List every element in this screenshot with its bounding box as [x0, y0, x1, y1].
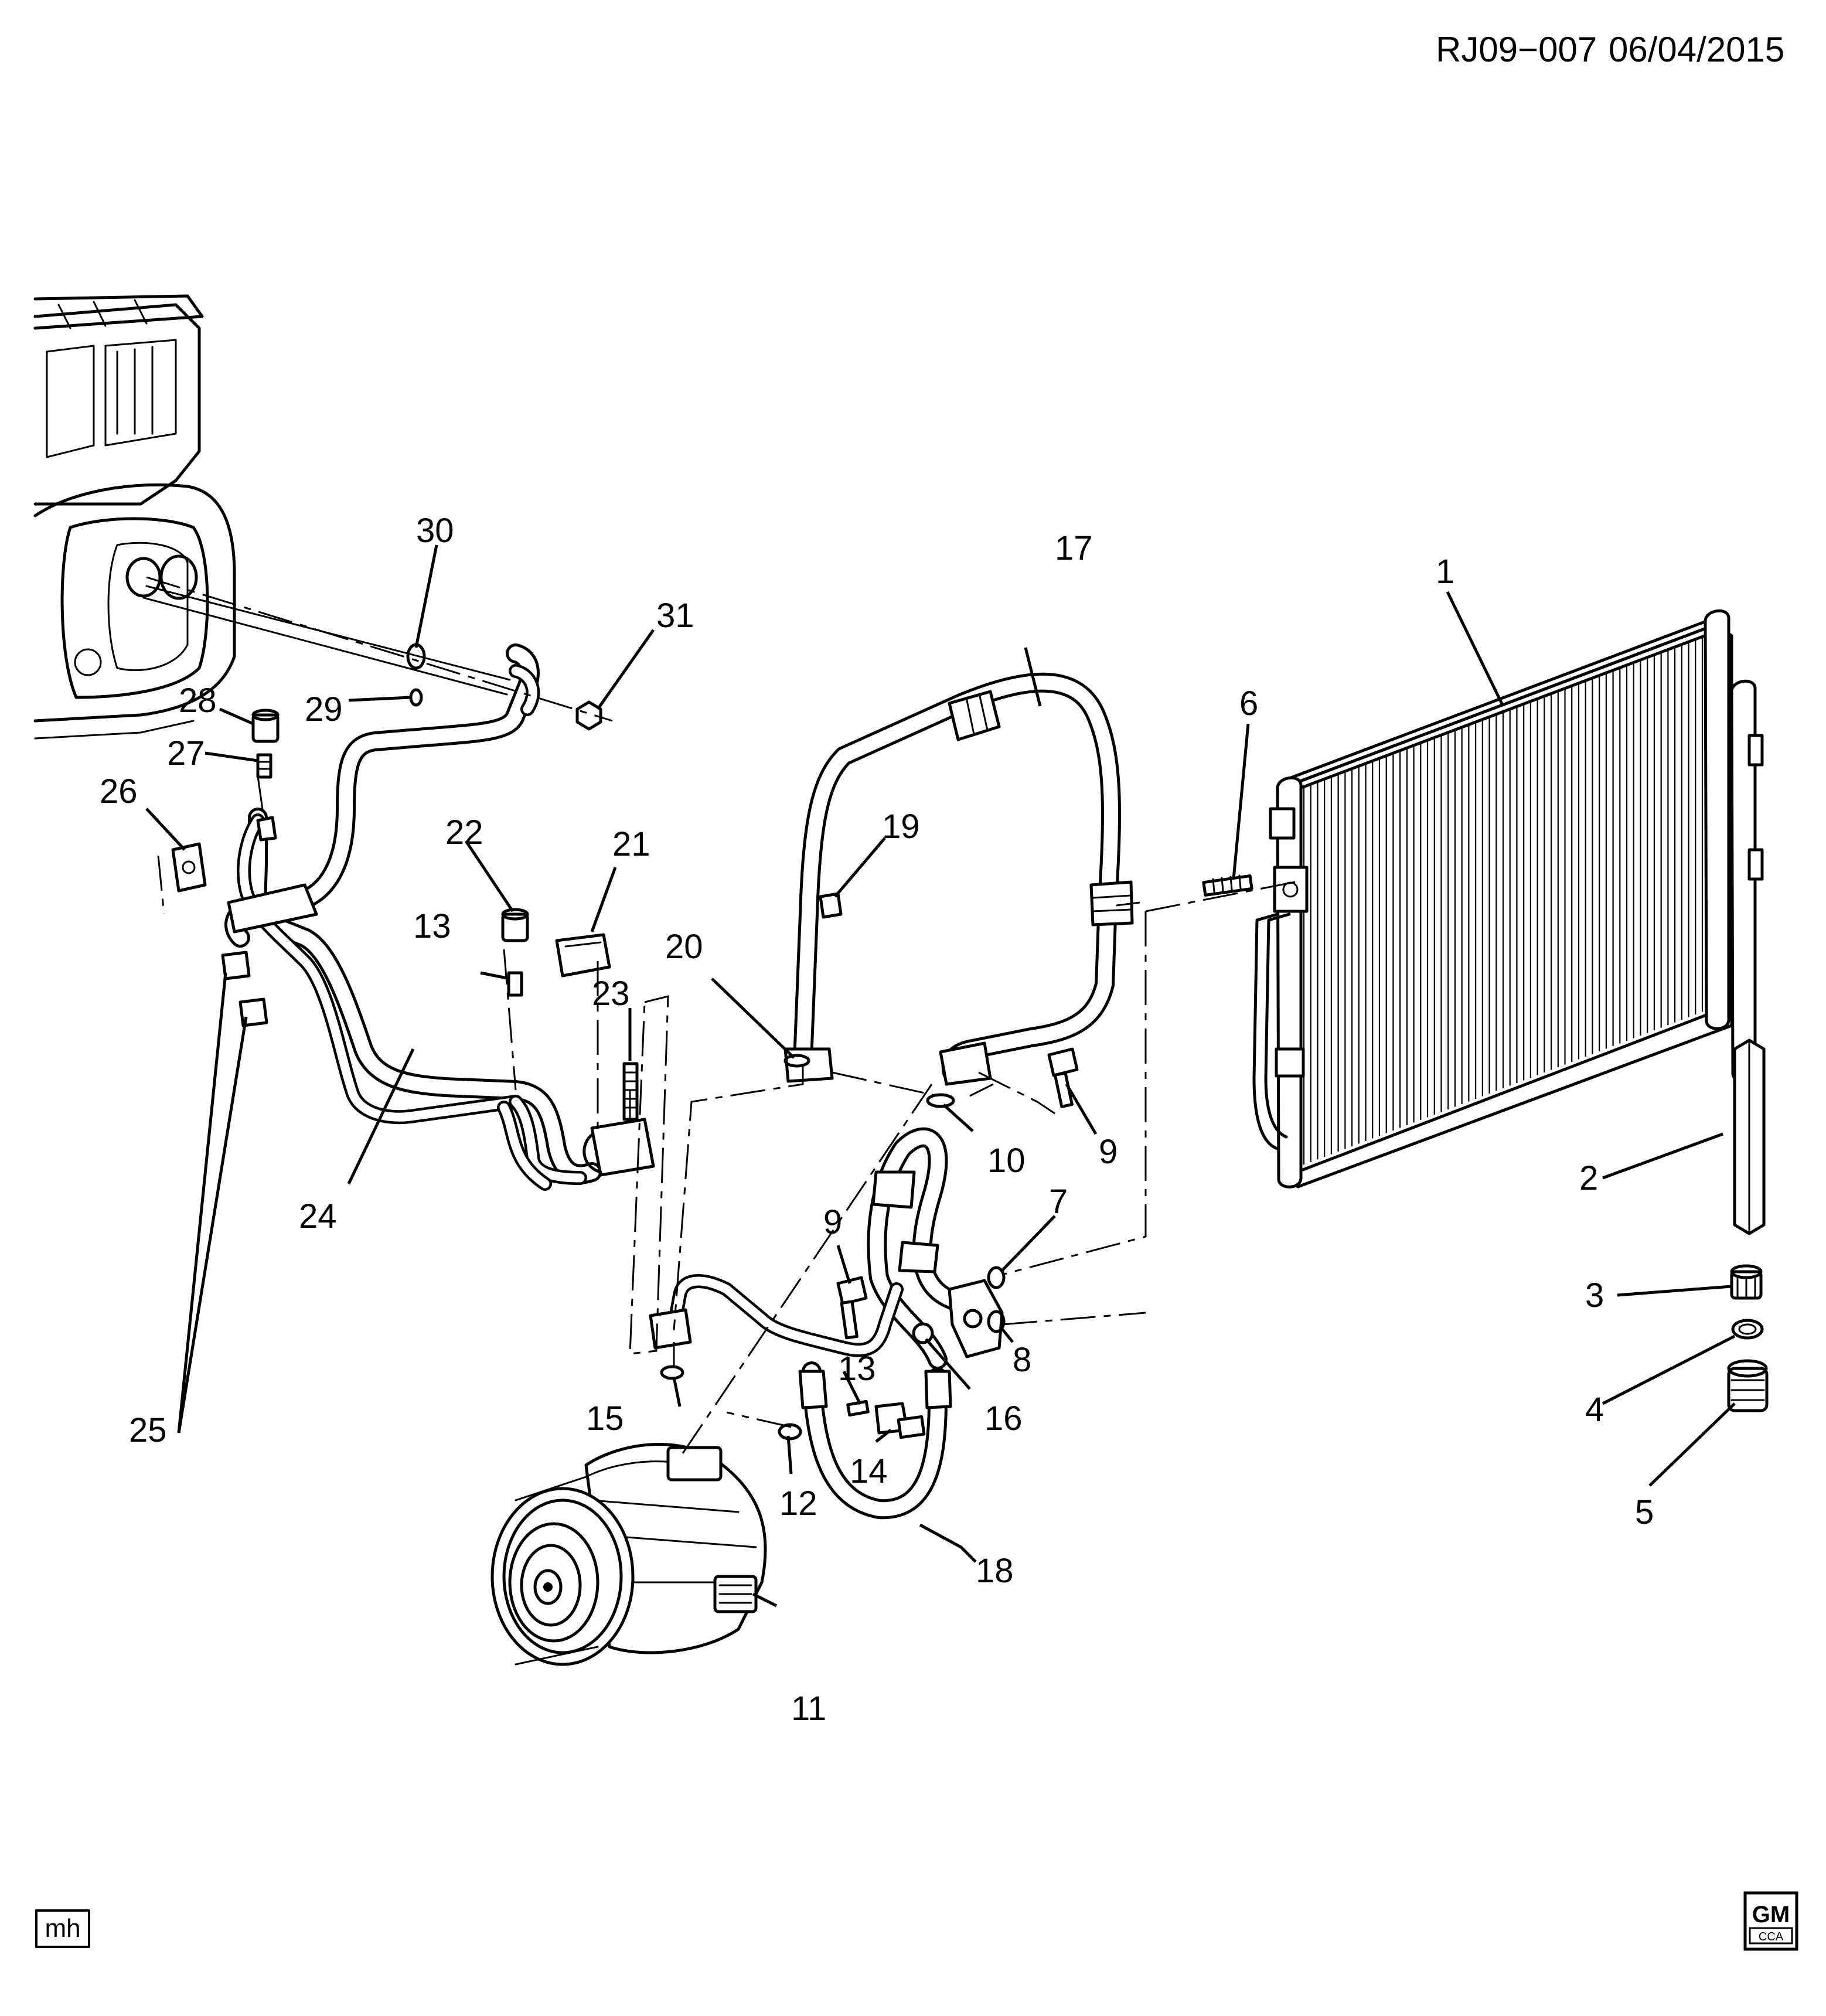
gm-logo-icon: GM CCA	[1743, 1891, 1798, 1951]
callout-22: 22	[445, 813, 483, 852]
callout-14: 14	[850, 1452, 888, 1490]
o-ring-part-29	[409, 688, 423, 707]
cap-part-28	[251, 709, 280, 743]
receiver-drier-desiccant	[1733, 1038, 1766, 1235]
callout-27: 27	[167, 734, 205, 772]
author-initials-box: mh	[35, 1909, 90, 1948]
callout-7: 7	[1049, 1183, 1068, 1221]
condenser-fins	[1303, 636, 1704, 1165]
suction-hose-part-17	[783, 672, 1134, 1086]
nut-part-31	[575, 700, 602, 731]
callout-9-upper: 9	[1099, 1133, 1118, 1171]
svg-text:mh: mh	[45, 1914, 80, 1943]
alignment-centerlines	[146, 576, 1296, 1454]
o-ring-part-15	[660, 1365, 684, 1380]
diagram-date: 06/04/2015	[1609, 30, 1784, 69]
callout-30: 30	[416, 512, 454, 550]
o-ring-part-8	[987, 1310, 1006, 1333]
cap-part-5	[1727, 1359, 1769, 1412]
callout-28: 28	[179, 682, 217, 720]
condenser-assembly	[1252, 609, 1764, 1189]
bracket-part-21	[555, 933, 611, 978]
callout-12: 12	[779, 1484, 817, 1523]
callout-18: 18	[976, 1552, 1014, 1590]
callout-4: 4	[1585, 1391, 1604, 1429]
clip-part-25	[221, 951, 268, 1027]
diagram-code: RJ09−007	[1436, 30, 1597, 69]
ac-compressor	[490, 1443, 767, 1666]
valve-core-part-13-lower	[846, 1399, 870, 1417]
callout-13-lower: 13	[838, 1350, 876, 1388]
bolt-part-9-lower	[836, 1276, 868, 1340]
callout-23: 23	[592, 975, 630, 1013]
svg-text:GM: GM	[1752, 1902, 1790, 1928]
callout-25: 25	[129, 1411, 167, 1449]
svg-text:CCA: CCA	[1759, 1930, 1784, 1943]
valve-part-16	[912, 1322, 934, 1344]
seal-ring-part-4	[1731, 1319, 1764, 1340]
callout-13-upper: 13	[413, 907, 451, 945]
callout-31: 31	[656, 597, 694, 635]
callout-16: 16	[984, 1399, 1023, 1438]
callout-9-lower: 9	[823, 1203, 842, 1241]
bolt-part-9-upper	[1047, 1047, 1079, 1108]
callout-17: 17	[1055, 529, 1093, 567]
o-ring-part-20	[783, 1054, 810, 1068]
plug-part-3	[1730, 1264, 1763, 1300]
pressure-sensor-part-14	[874, 1402, 926, 1439]
evaporator-tube-assembly-part-24	[224, 643, 655, 1191]
callout-labels: 1 2 3 4 5 6 7 8 9 9 10 11 12 13 13 14 15…	[100, 512, 1654, 1728]
callout-11: 11	[791, 1690, 826, 1728]
callout-1: 1	[1436, 553, 1454, 591]
liquid-line-lower	[649, 1274, 1004, 1358]
clip-part-19	[819, 892, 843, 919]
callout-15: 15	[586, 1399, 624, 1438]
callout-2: 2	[1579, 1159, 1598, 1197]
o-ring-part-7	[987, 1266, 1006, 1289]
callout-21: 21	[612, 825, 650, 863]
o-ring-part-12	[778, 1423, 802, 1441]
callout-5: 5	[1635, 1493, 1654, 1531]
callout-10: 10	[987, 1142, 1026, 1180]
callout-3: 3	[1585, 1276, 1604, 1315]
callout-26: 26	[100, 772, 138, 811]
valve-core-part-27	[256, 753, 272, 779]
callout-19: 19	[882, 808, 920, 846]
callout-6: 6	[1239, 685, 1258, 723]
callout-29: 29	[305, 690, 343, 728]
hvac-module-housing	[33, 294, 236, 740]
o-ring-part-10	[926, 1093, 955, 1108]
callout-8: 8	[1013, 1341, 1031, 1379]
valve-core-part-13-upper	[507, 971, 523, 997]
callout-24: 24	[299, 1197, 337, 1235]
callout-leader-lines	[145, 544, 1736, 1608]
clip-part-26	[171, 842, 207, 893]
stud-part-6	[1202, 874, 1253, 897]
callout-20: 20	[665, 928, 703, 966]
cap-part-22	[501, 908, 529, 942]
